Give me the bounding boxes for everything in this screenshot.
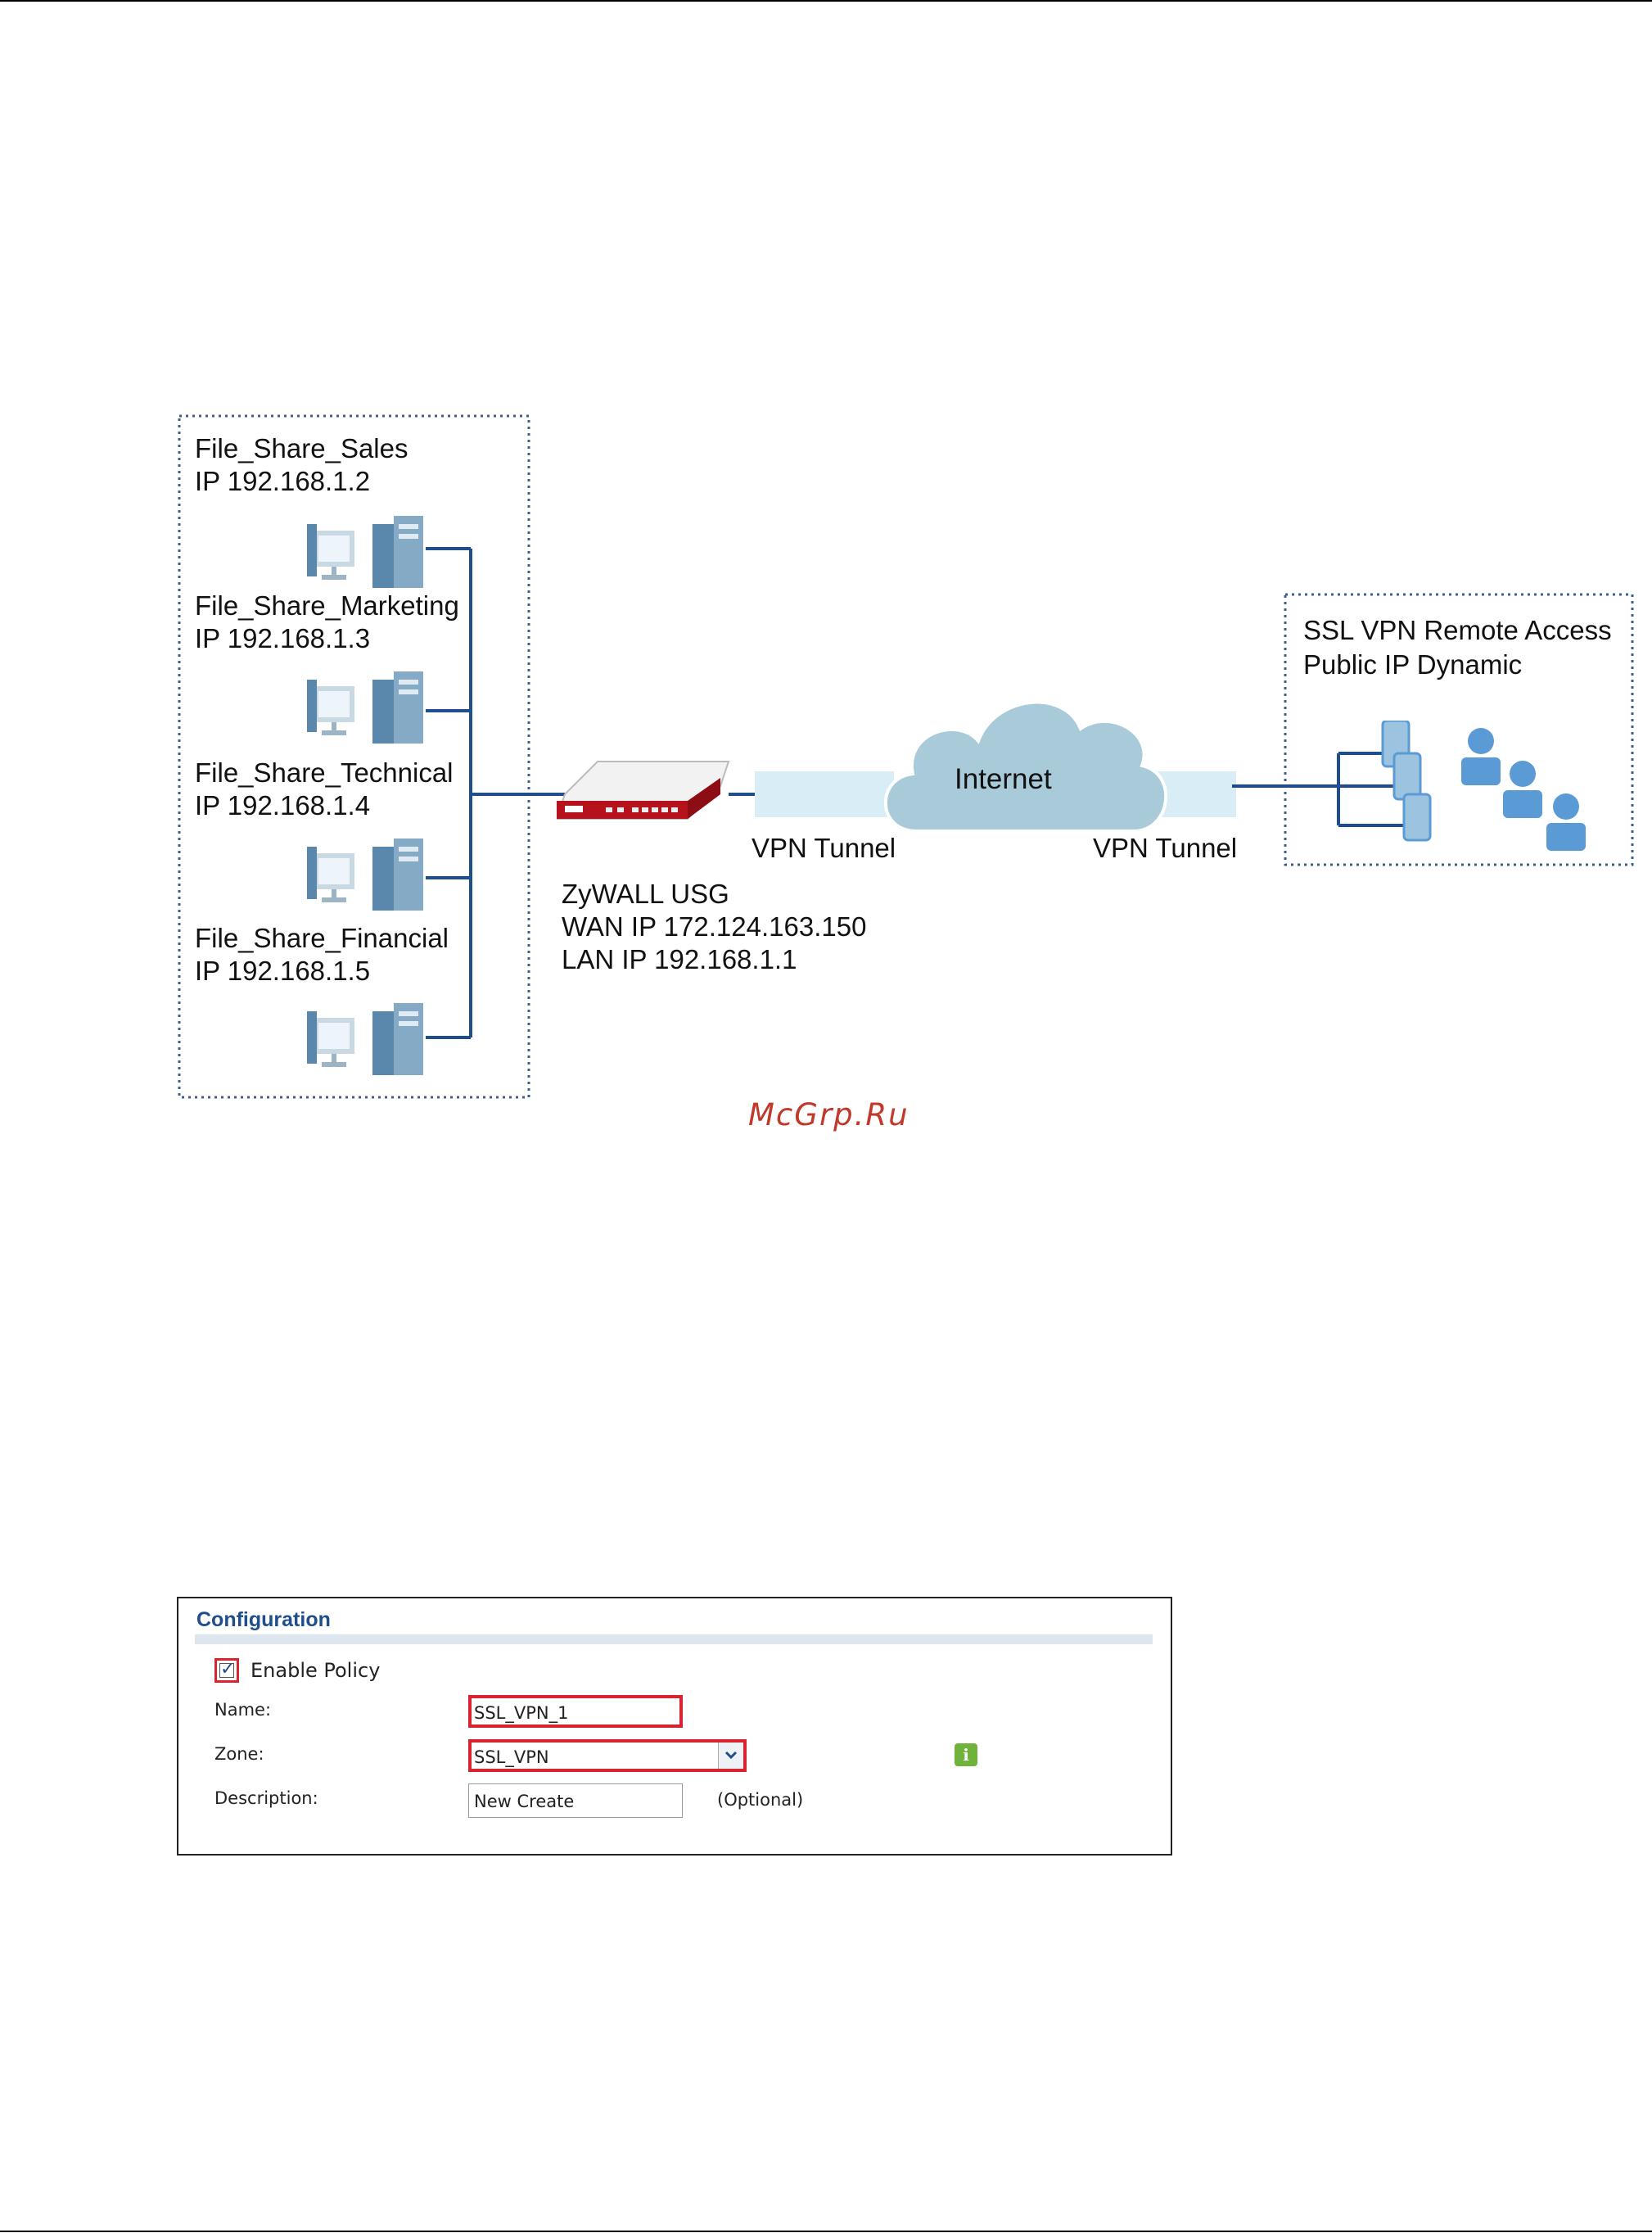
bottom-rule [0, 2231, 1652, 2232]
name-label: Name: [214, 1700, 272, 1720]
computer-server-icon [307, 839, 423, 911]
internet-cloud [883, 700, 1168, 833]
description-input[interactable]: New Create [468, 1783, 683, 1818]
computer-server-icon [307, 671, 423, 744]
optional-hint: (Optional) [717, 1790, 804, 1810]
name-input[interactable]: SSL_VPN_1 [468, 1695, 683, 1728]
device-name: ZyWALL USG [562, 879, 729, 909]
server-ip: IP 192.168.1.3 [195, 623, 371, 653]
router-device-icon [557, 761, 730, 820]
server-name: File_Share_Sales [195, 433, 408, 463]
enable-policy-checkbox[interactable]: ✓ [214, 1658, 239, 1683]
computer-server-icon [307, 1003, 423, 1075]
info-icon[interactable]: i [955, 1743, 977, 1766]
diagram-wires [178, 414, 1634, 1099]
server-name: File_Share_Technical [195, 757, 454, 788]
tunnel-label-right: VPN Tunnel [1093, 833, 1238, 863]
device-lan-ip: LAN IP 192.168.1.1 [562, 944, 797, 974]
server-name: File_Share_Marketing [195, 590, 459, 621]
server-ip: IP 192.168.1.4 [195, 790, 371, 820]
users-icon [1461, 728, 1586, 851]
zone-select[interactable]: SSL_VPN [468, 1739, 747, 1772]
lan-box [178, 414, 530, 1099]
enable-policy-label: Enable Policy [251, 1659, 381, 1682]
chevron-down-icon[interactable] [718, 1743, 743, 1769]
tunnel-label-left: VPN Tunnel [752, 833, 896, 863]
remote-link [1232, 752, 1404, 827]
tunnel-left [755, 771, 894, 817]
network-diagram: File_Share_Sales IP 192.168.1.2 File_Sha… [0, 393, 1652, 1163]
server-ip: IP 192.168.1.5 [195, 956, 371, 986]
zone-label: Zone: [214, 1744, 264, 1764]
computer-server-icon [307, 516, 423, 588]
zone-select-value: SSL_VPN [474, 1747, 549, 1767]
server-ip: IP 192.168.1.2 [195, 466, 371, 496]
server-name: File_Share_Financial [195, 923, 449, 953]
remote-public-ip: Public IP Dynamic [1303, 649, 1523, 680]
device-wan-ip: WAN IP 172.124.163.150 [562, 911, 867, 942]
checkmark-icon: ✓ [220, 1659, 236, 1679]
watermark: McGrp.Ru [748, 1097, 910, 1132]
config-title-bar [195, 1634, 1153, 1644]
description-label: Description: [214, 1788, 318, 1808]
cloud-label: Internet [955, 763, 1052, 795]
configuration-panel: Configuration ✓ Enable Policy Name: SSL_… [177, 1597, 1172, 1856]
checkbox-box: ✓ [219, 1659, 235, 1679]
top-rule [0, 0, 1652, 2]
config-title: Configuration [196, 1608, 331, 1631]
lan-bus [426, 547, 565, 1039]
remote-title: SSL VPN Remote Access [1303, 615, 1612, 645]
mobile-devices-icon [1381, 721, 1432, 842]
